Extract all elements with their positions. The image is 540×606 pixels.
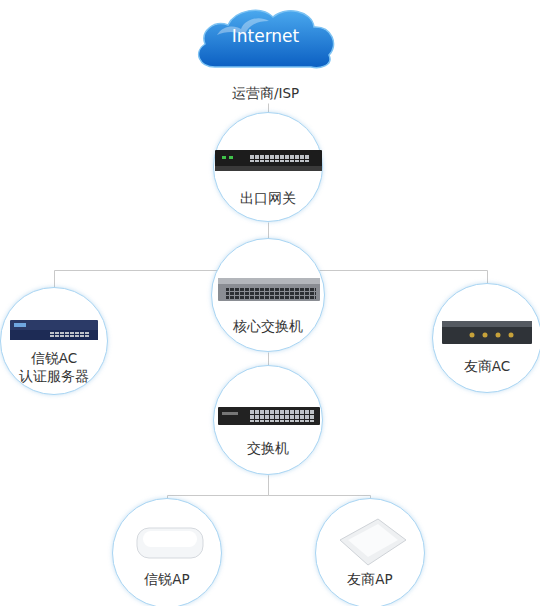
gateway-front xyxy=(215,166,322,171)
ac-port xyxy=(483,333,488,338)
ac-front xyxy=(10,330,98,340)
ap-device xyxy=(137,528,203,558)
ap-body xyxy=(340,519,406,565)
node-label: 友商AP xyxy=(322,570,418,588)
ac-logo xyxy=(14,323,26,327)
device-circle: 友商AP xyxy=(315,498,425,606)
gateway-led xyxy=(222,156,226,159)
ap-device xyxy=(340,519,406,565)
device-circle: 核心交换机 xyxy=(211,238,325,352)
cloud-node: Internet 运营商/ISP xyxy=(193,5,338,103)
ac-server-device xyxy=(10,320,98,340)
connector-line xyxy=(268,353,269,366)
device-circle: 信锐AP xyxy=(112,498,222,606)
gateway-led xyxy=(229,156,233,159)
node-label: 信锐AC 认证服务器 xyxy=(6,349,102,385)
gateway-body xyxy=(215,150,322,170)
device-circle: 友商AC xyxy=(432,283,540,393)
ac-ports xyxy=(50,332,90,337)
connector-line xyxy=(320,271,488,284)
node-label: 友商AC xyxy=(439,357,535,375)
connector-line xyxy=(268,223,269,239)
switch-device xyxy=(218,407,320,425)
ac-device xyxy=(442,321,532,344)
ac-top xyxy=(442,321,532,327)
ac-port xyxy=(509,333,514,338)
ap-body xyxy=(137,528,203,558)
gateway-device xyxy=(215,150,322,171)
device-circle: 信锐AC 认证服务器 xyxy=(0,287,108,395)
core-switch-body xyxy=(218,278,320,301)
switch-label xyxy=(222,412,238,415)
ac-body xyxy=(10,320,98,340)
device-circle: 交换机 xyxy=(213,365,323,475)
connector-line xyxy=(168,476,269,499)
core-switch-ports xyxy=(226,287,316,299)
node-label: 出口网关 xyxy=(220,189,316,207)
node-label: 核心交换机 xyxy=(220,317,316,335)
core-switch-device xyxy=(218,278,320,301)
device-circle: 出口网关 xyxy=(213,112,323,222)
switch-body xyxy=(218,407,320,425)
connector-line xyxy=(269,476,371,499)
ap-top xyxy=(348,524,398,557)
cloud-title: Internet xyxy=(193,25,338,47)
ap-top xyxy=(143,531,197,547)
node-label: 信锐AP xyxy=(119,570,215,588)
switch-ports xyxy=(250,410,315,422)
ac-body xyxy=(442,321,532,344)
connector-line xyxy=(55,271,218,288)
core-switch-top xyxy=(218,278,320,284)
ac-port xyxy=(496,333,501,338)
gateway-ports xyxy=(250,154,310,162)
node-label: 交换机 xyxy=(220,439,316,457)
ac-port xyxy=(470,333,475,338)
provider-label: 运营商/ISP xyxy=(193,84,338,102)
